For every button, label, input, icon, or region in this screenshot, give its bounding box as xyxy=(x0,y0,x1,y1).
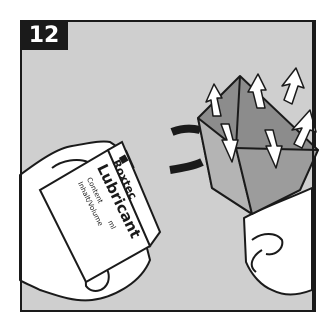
step-number-badge: 12 xyxy=(20,20,68,50)
motion-arrows xyxy=(170,129,202,170)
arrow-left-upper xyxy=(172,129,200,132)
arrow-up-right xyxy=(282,68,304,104)
arrow-left-lower xyxy=(170,162,202,170)
